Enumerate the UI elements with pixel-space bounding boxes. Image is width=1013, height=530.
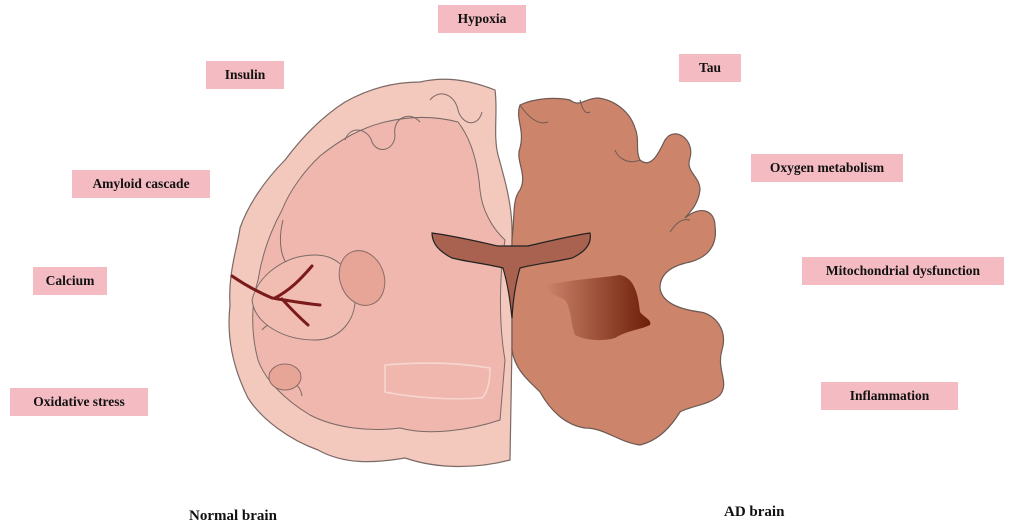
label-hypoxia: Hypoxia (438, 5, 526, 33)
label-inflammation: Inflammation (821, 382, 958, 410)
label-oxidative-stress: Oxidative stress (10, 388, 148, 416)
caption-normal-brain: Normal brain (189, 508, 277, 524)
normal-gyri (261, 93, 483, 397)
label-insulin: Insulin (206, 61, 284, 89)
normal-lower-fold (384, 362, 491, 400)
normal-hippocampus (268, 363, 302, 391)
normal-blood-vessel (230, 264, 322, 327)
ad-cortex (511, 97, 725, 446)
label-tau: Tau (679, 54, 741, 82)
ventricle (431, 232, 591, 319)
ad-brain-hemisphere (511, 97, 725, 446)
normal-brain-hemisphere (228, 78, 513, 468)
label-calcium: Calcium (33, 267, 107, 295)
label-oxygen-metabolism: Oxygen metabolism (751, 154, 903, 182)
ad-lesion (545, 275, 651, 341)
caption-ad-brain: AD brain (724, 504, 785, 520)
label-mitochondrial-dysfunction: Mitochondrial dysfunction (802, 257, 1004, 285)
ad-sulci (519, 99, 691, 233)
label-amyloid-cascade: Amyloid cascade (72, 170, 210, 198)
normal-putamen (338, 250, 386, 306)
